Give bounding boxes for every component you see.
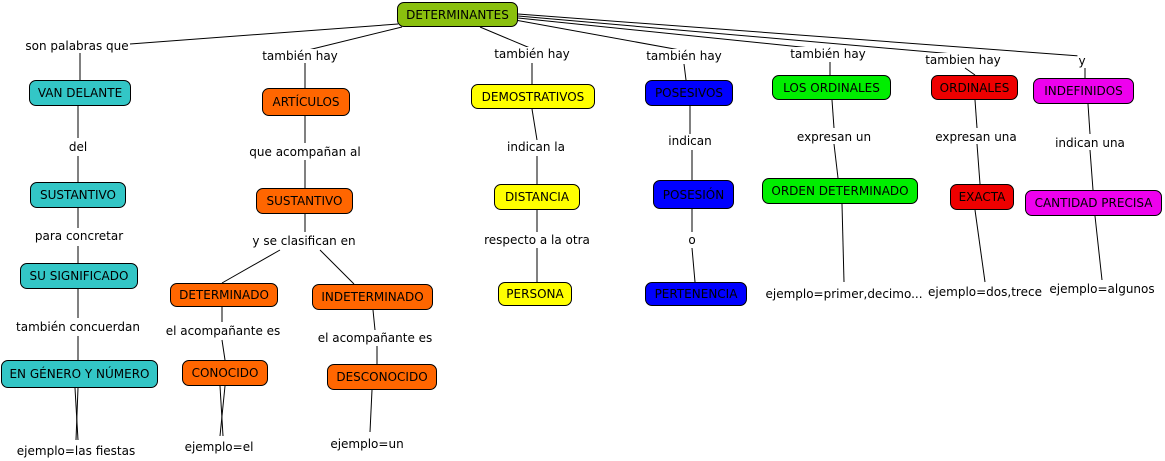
example-text: ejemplo=primer,decimo... [764, 287, 924, 301]
node-posesivos[interactable]: POSESIVOS [645, 80, 733, 106]
node-los-ordinales[interactable]: LOS ORDINALES [772, 75, 891, 100]
node-conocido[interactable]: CONOCIDO [182, 360, 268, 386]
node-persona[interactable]: PERSONA [498, 282, 572, 306]
link-label: también concuerdan [15, 320, 141, 334]
link-label: y se clasifican en [251, 234, 357, 248]
root-node-determinantes[interactable]: DETERMINANTES [397, 2, 518, 27]
link-label: que acompañan al [248, 145, 362, 159]
node-indeterminado[interactable]: INDETERMINADO [312, 284, 433, 310]
node-indefinidos[interactable]: INDEFINIDOS [1033, 78, 1134, 104]
link-label: también hay [261, 49, 339, 63]
node-sustantivo[interactable]: SUSTANTIVO [30, 182, 126, 208]
node-determinado[interactable]: DETERMINADO [170, 283, 278, 307]
node-exacta[interactable]: EXACTA [950, 184, 1014, 210]
node-cantidad-precisa[interactable]: CANTIDAD PRECISA [1025, 190, 1162, 216]
node-articulos[interactable]: ARTÍCULOS [262, 88, 350, 116]
node-desconocido[interactable]: DESCONOCIDO [327, 364, 437, 390]
node-ordinales[interactable]: ORDINALES [931, 75, 1018, 100]
link-label: el acompañante es [164, 324, 282, 338]
node-van-delante[interactable]: VAN DELANTE [29, 80, 131, 106]
link-label: también hay [789, 47, 867, 61]
link-label: indican una [1054, 136, 1126, 150]
link-label: indican [667, 134, 713, 148]
node-demostrativos[interactable]: DEMOSTRATIVOS [471, 84, 595, 109]
link-label: para concretar [33, 229, 125, 243]
link-label: también hay [493, 47, 571, 61]
link-label: y [1077, 54, 1087, 68]
link-label: expresan un [795, 130, 873, 144]
example-text: ejemplo=dos,trece [927, 285, 1043, 299]
node-orden-determinado[interactable]: ORDEN DETERMINADO [762, 178, 918, 204]
link-label: del [67, 140, 89, 154]
link-label: o [687, 233, 697, 247]
link-label: también hay [645, 49, 723, 63]
link-label: expresan una [934, 130, 1018, 144]
node-distancia[interactable]: DISTANCIA [494, 184, 580, 210]
node-pertenencia[interactable]: PERTENENCIA [645, 282, 747, 306]
example-text: ejemplo=el [183, 440, 255, 454]
node-en-genero-y-numero[interactable]: EN GÉNERO Y NÚMERO [1, 360, 158, 388]
link-label: respecto a la otra [483, 233, 591, 247]
node-posesion[interactable]: POSESIÓN [653, 180, 734, 209]
example-text: ejemplo=las fiestas [15, 444, 137, 458]
example-text: ejemplo=algunos [1048, 282, 1156, 296]
link-label: indican la [506, 140, 566, 154]
node-su-significado[interactable]: SU SIGNIFICADO [20, 263, 138, 289]
node-sustantivo-2[interactable]: SUSTANTIVO [256, 188, 353, 214]
link-label: tambien hay [924, 53, 1002, 67]
link-label: el acompañante es [316, 331, 434, 345]
link-label: son palabras que [24, 39, 130, 53]
example-text: ejemplo=un [329, 437, 405, 451]
